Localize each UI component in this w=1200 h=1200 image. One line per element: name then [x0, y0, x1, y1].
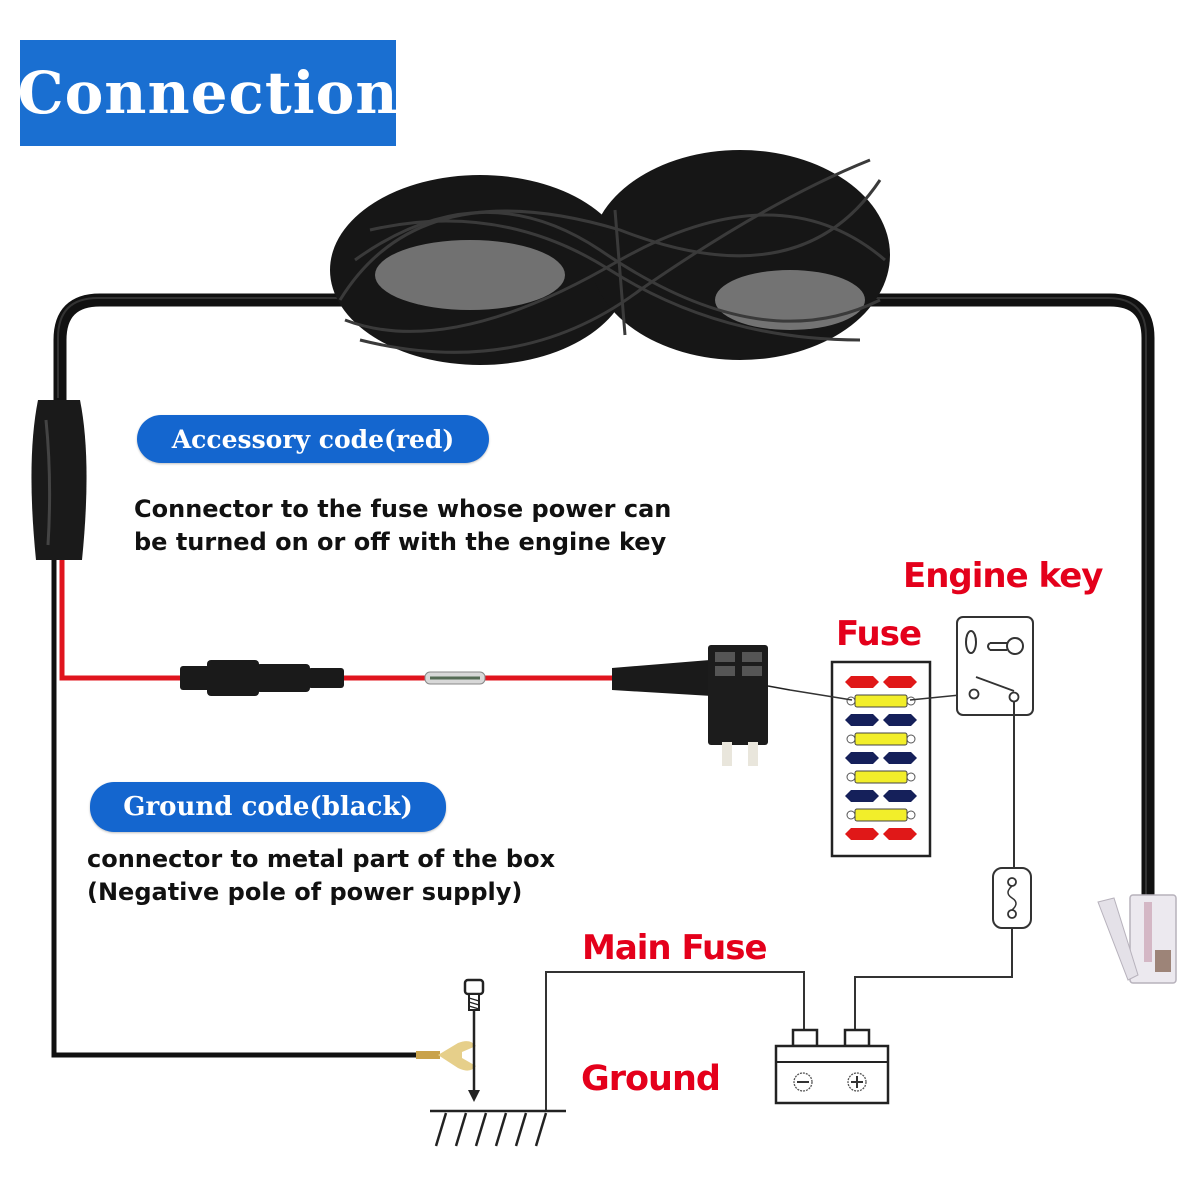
accessory-description-line1: Connector to the fuse whose power can	[134, 495, 672, 523]
accessory-code-label: Accessory code(red)	[171, 424, 455, 454]
cable-coil-icon	[330, 150, 890, 365]
fork-terminal-icon	[416, 1041, 476, 1071]
key-switch-icon	[956, 616, 1034, 716]
butt-connector-icon	[424, 671, 486, 685]
fuse-tap-icon	[612, 645, 791, 766]
ground-label: Ground	[581, 1059, 721, 1099]
fuse-slot-navy	[845, 714, 917, 726]
main-fuse-icon	[992, 867, 1032, 929]
ground-description-line1: connector to metal part of the box	[87, 845, 556, 873]
fuse-box	[789, 660, 971, 858]
page-title: Connection	[17, 59, 399, 127]
accessory-description: Connector to the fuse whose power can be…	[134, 493, 671, 559]
battery-wiring	[545, 702, 1015, 1110]
ground-code-badge: Ground code(black)	[90, 782, 446, 832]
positive-terminal-icon	[847, 1072, 867, 1092]
fuse-slot-navy	[845, 752, 917, 764]
rj11-plug-icon	[1097, 894, 1177, 984]
engine-key-label: Engine key	[903, 556, 1103, 596]
fuse-slot-yellow	[846, 732, 916, 746]
fuse-slot-navy	[845, 790, 917, 802]
title-banner: Connection	[17, 40, 399, 146]
fuse-slot-yellow	[846, 808, 916, 822]
fuse-label: Fuse	[836, 614, 922, 654]
ground-description-line2: (Negative pole of power supply)	[87, 878, 523, 906]
ground-symbol-icon	[430, 1109, 566, 1147]
inline-fuse-icon	[180, 660, 344, 696]
ground-black-wire	[51, 560, 418, 1058]
ground-description: connector to metal part of the box (Nega…	[87, 843, 555, 909]
battery-icon	[774, 1028, 890, 1105]
fuse-slot-red	[845, 676, 917, 688]
accessory-code-badge: Accessory code(red)	[137, 415, 489, 463]
screw-icon	[463, 978, 485, 1102]
main-fuse-label: Main Fuse	[582, 928, 768, 968]
accessory-description-line2: be turned on or off with the engine key	[134, 528, 667, 556]
ground-code-label: Ground code(black)	[123, 792, 413, 822]
fuse-slot-red	[845, 828, 917, 840]
accessory-red-wire	[59, 560, 620, 681]
cable-connector-icon	[31, 400, 87, 560]
negative-terminal-icon	[793, 1072, 813, 1092]
fuse-slot-yellow	[846, 770, 916, 784]
fuse-slot-yellow	[846, 694, 916, 708]
